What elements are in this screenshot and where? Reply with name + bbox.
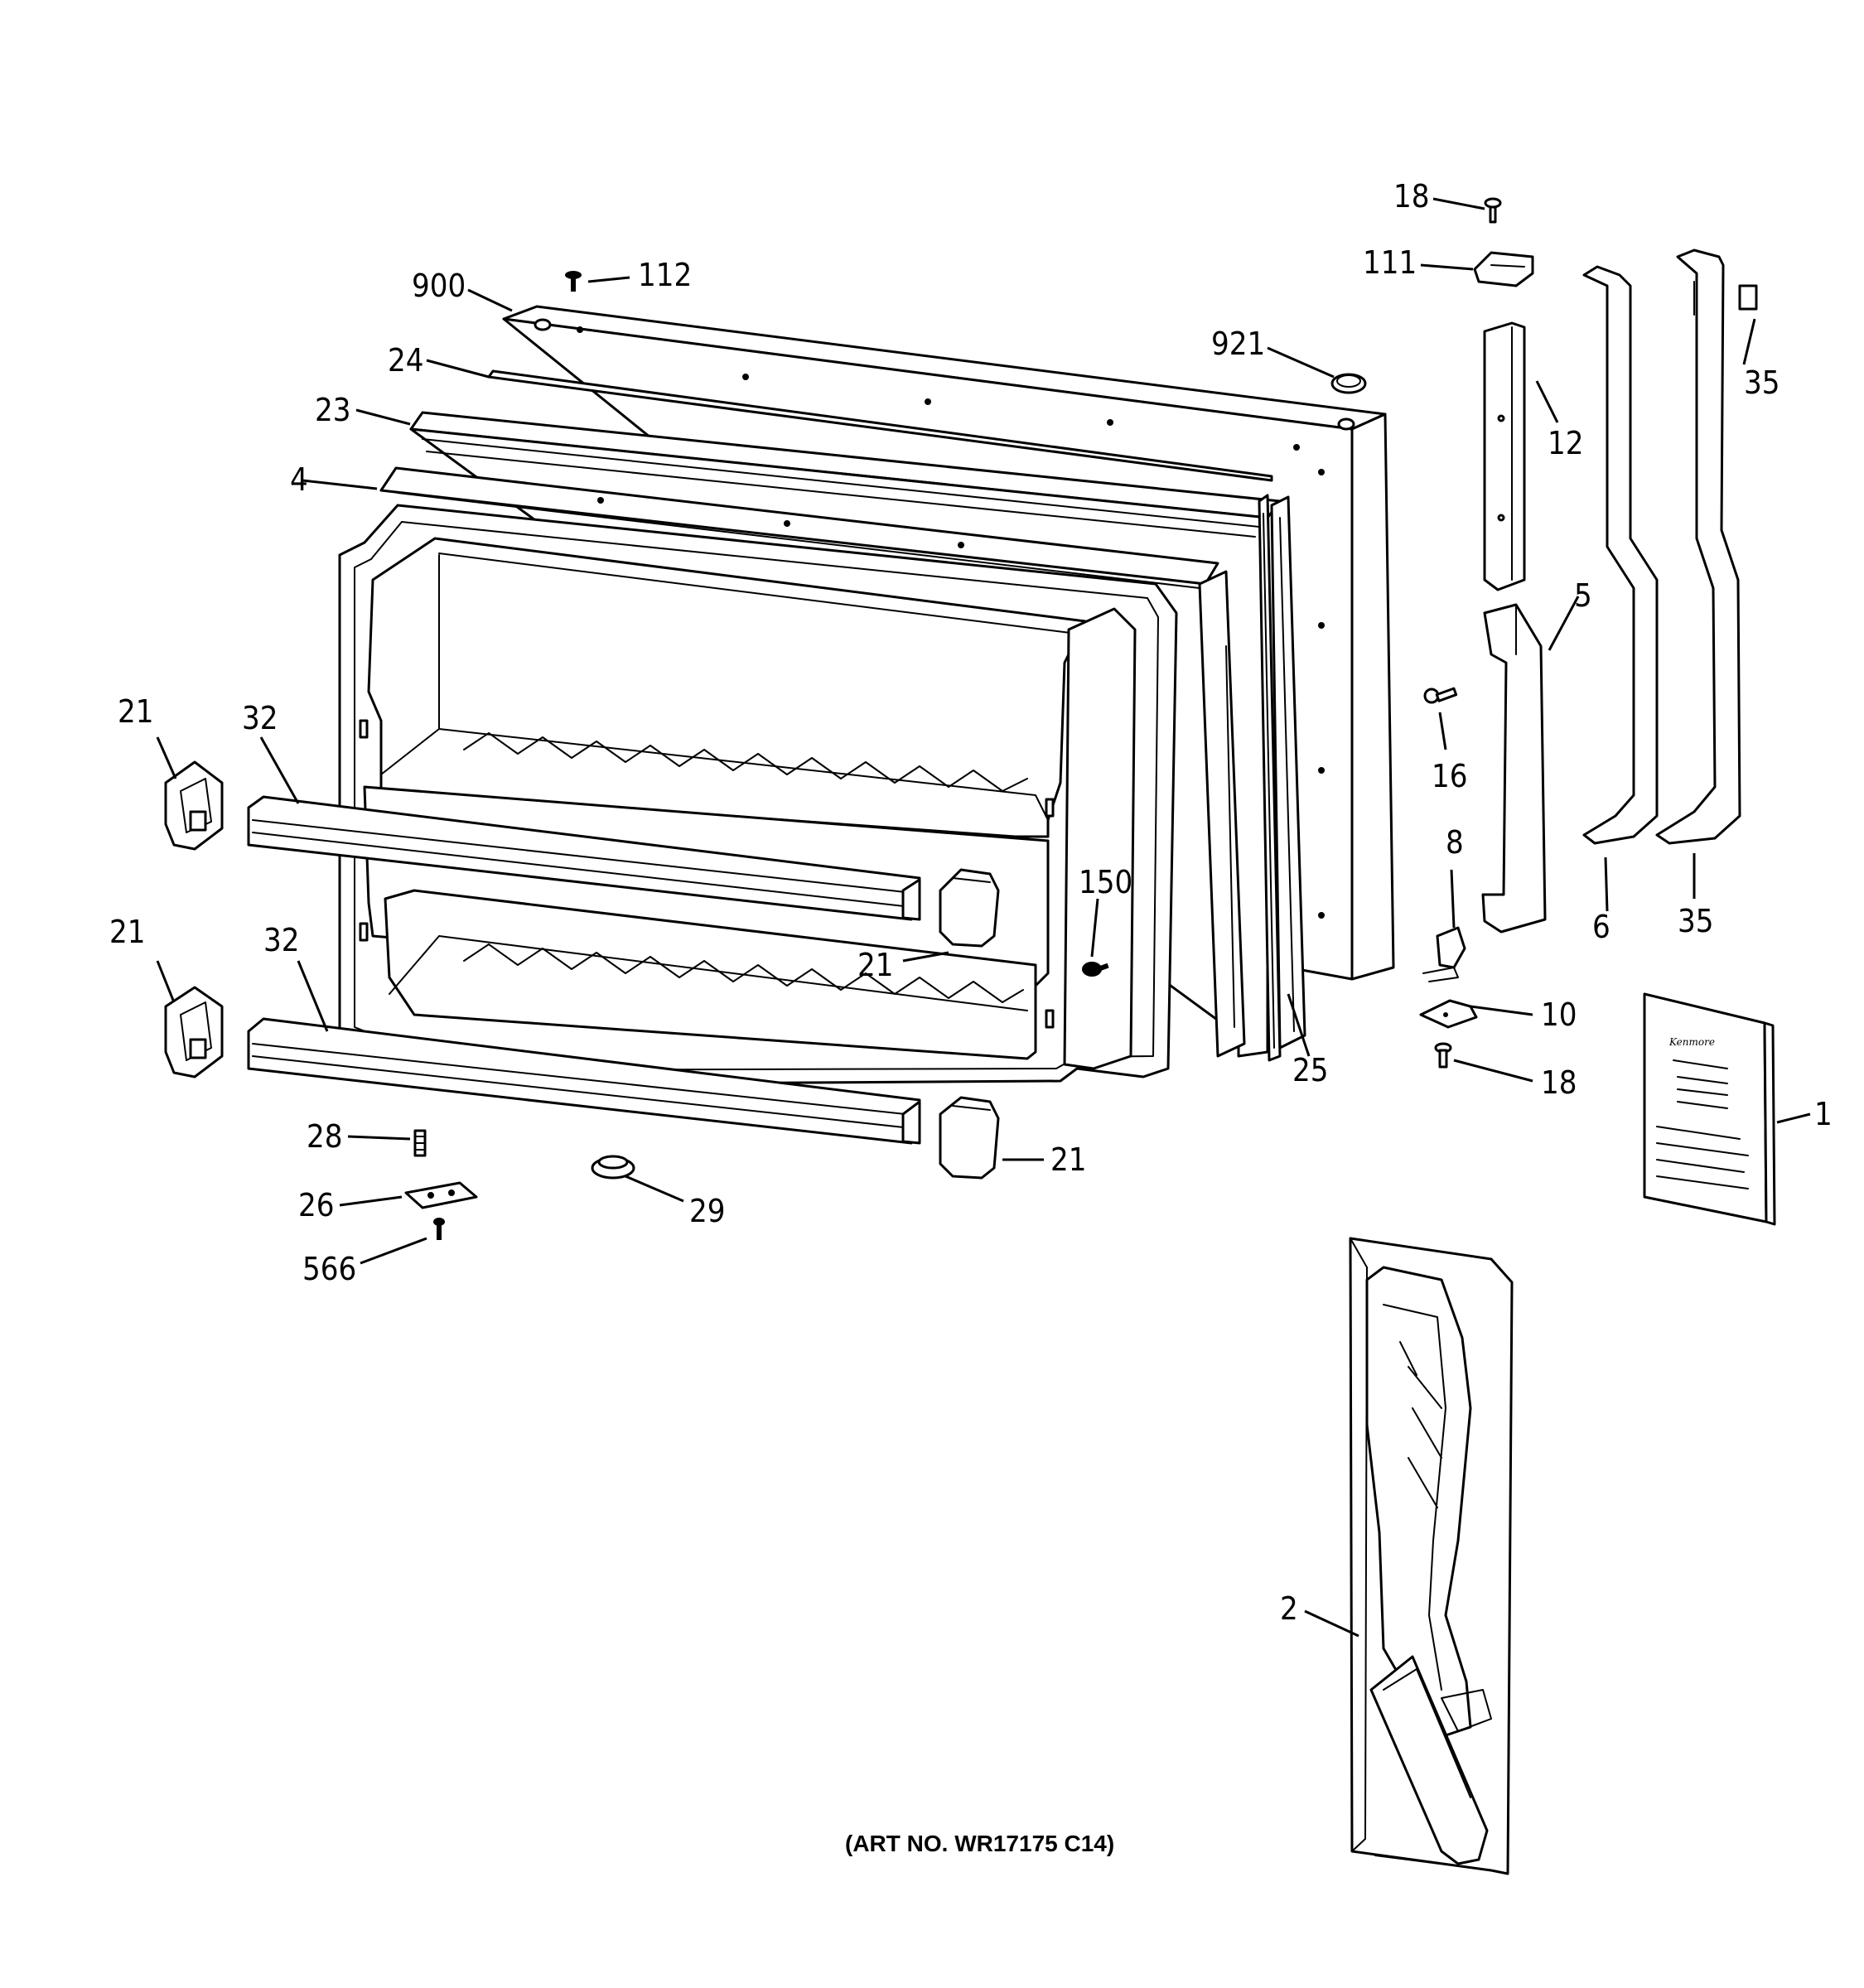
hinge-cover-5	[1481, 603, 1547, 934]
plug-921	[1330, 373, 1367, 394]
plug-29	[591, 1155, 635, 1180]
gasket-strip	[1258, 494, 1282, 1062]
callout-29: 29	[689, 1193, 726, 1229]
end-cap-left-upper	[164, 760, 224, 851]
screw-18-top	[1484, 197, 1502, 224]
callouts: 18 111 112 900 921 24 23 4 12 35 5 16 21…	[109, 178, 1833, 1627]
callout-35-top: 35	[1744, 364, 1780, 401]
callout-4: 4	[290, 461, 308, 498]
callout-21-bottom: 21	[1050, 1141, 1087, 1178]
callout-12: 12	[1548, 425, 1584, 461]
callout-2: 2	[1280, 1590, 1298, 1627]
end-cap-left-lower	[164, 986, 224, 1078]
bracket-111	[1473, 251, 1534, 287]
screw-150	[1082, 962, 1109, 977]
hinge-12	[1483, 321, 1526, 591]
end-cap-bottom	[939, 1096, 1000, 1180]
callout-5: 5	[1574, 577, 1592, 614]
callout-26: 26	[298, 1187, 335, 1223]
manual-cover-text: Kenmore	[1668, 1036, 1715, 1048]
plate-26	[404, 1181, 478, 1209]
door-liner	[338, 504, 1178, 1087]
screw-16	[1423, 687, 1458, 704]
screw-112	[565, 271, 582, 292]
callout-10: 10	[1541, 996, 1577, 1033]
spacer-35	[1738, 284, 1758, 311]
callout-900: 900	[412, 268, 466, 304]
callout-25: 25	[1292, 1052, 1329, 1088]
callout-8: 8	[1446, 824, 1464, 861]
callout-32-upper: 32	[242, 700, 278, 736]
breaker-strip	[379, 466, 1246, 1058]
door-handle-grip	[1365, 1266, 1492, 1865]
callout-21-left-lower: 21	[109, 914, 146, 950]
callout-112: 112	[638, 257, 692, 293]
handle-bracket-35	[1655, 248, 1741, 845]
shelf-bar-upper	[247, 795, 921, 921]
callout-24: 24	[388, 342, 424, 379]
screw-28	[413, 1129, 427, 1157]
callout-150: 150	[1079, 864, 1132, 900]
callout-1: 1	[1814, 1096, 1833, 1132]
screw-18-bottom	[1434, 1042, 1452, 1069]
manual-text-lines	[1656, 1059, 1749, 1189]
owner-manual: Kenmore	[1643, 992, 1776, 1226]
shelf-bar-lower	[247, 1017, 921, 1145]
callout-6: 6	[1592, 909, 1610, 945]
callout-111: 111	[1363, 244, 1417, 281]
callout-32-lower: 32	[263, 922, 300, 958]
screw-566	[433, 1218, 445, 1240]
callout-21-mid: 21	[857, 947, 894, 983]
callout-28: 28	[307, 1118, 343, 1155]
plate-10	[1419, 999, 1478, 1029]
callout-16: 16	[1432, 758, 1468, 794]
callout-18-top: 18	[1393, 178, 1430, 215]
callout-21-left-upper: 21	[118, 693, 154, 730]
callout-566: 566	[302, 1251, 356, 1287]
callout-23: 23	[315, 392, 351, 428]
callout-921: 921	[1211, 326, 1265, 362]
art-number-caption: (ART NO. WR17175 C14)	[845, 1831, 1114, 1856]
callout-18-bottom: 18	[1541, 1064, 1577, 1101]
handle-bracket-6	[1582, 265, 1659, 845]
callout-35-bottom: 35	[1678, 903, 1714, 939]
leader-lines	[156, 197, 1811, 1638]
part-8	[1422, 926, 1466, 982]
end-cap-mid	[939, 868, 1000, 948]
